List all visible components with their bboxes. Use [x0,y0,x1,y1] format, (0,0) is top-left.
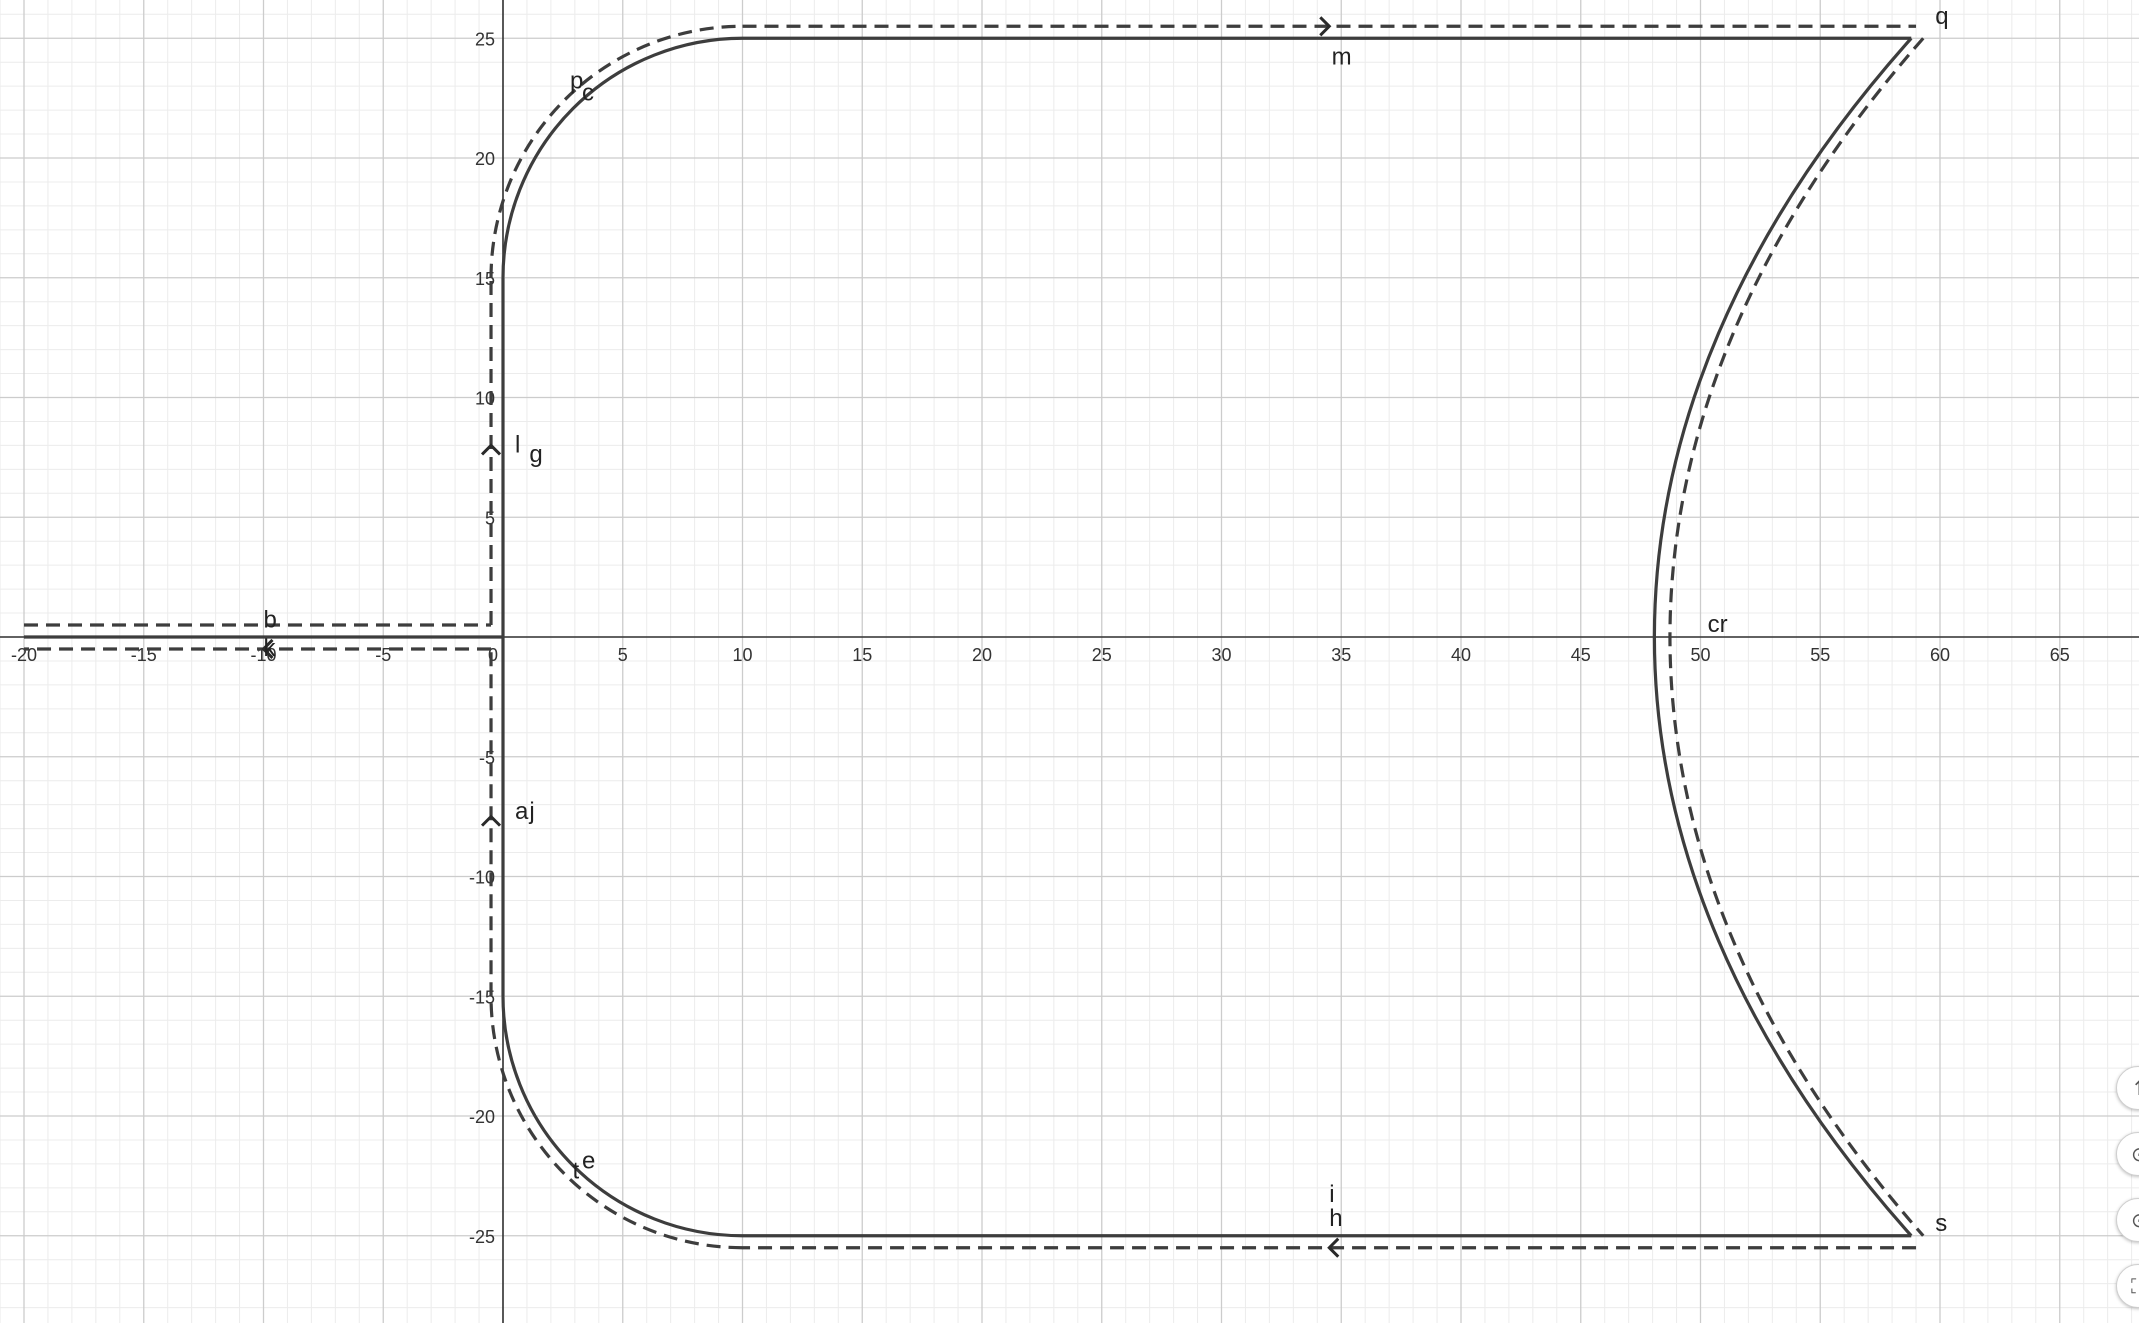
solid-contour-segment [1652,37,1913,1237]
x-tick-label: 25 [1092,645,1112,665]
x-tick-label: 0 [488,645,498,665]
point-label: j [528,798,534,825]
point-label: q [1935,3,1948,30]
direction-arrows [261,16,1340,1258]
arrow-right-icon [1319,16,1332,37]
dashed-contour-segment [489,996,743,1250]
x-tick-label: 45 [1571,645,1591,665]
solid-contour-segment [501,996,743,1238]
dashed-contour-segment [1668,37,1925,1237]
point-label: s [1935,1210,1947,1237]
x-tick-label: 65 [2050,645,2070,665]
point-label: r [1720,611,1728,638]
y-tick-label: -10 [469,868,495,888]
point-label: p [570,68,583,95]
arrow-left-icon [261,638,274,660]
dashed-contour-segment [489,24,743,278]
x-tick-label: 60 [1930,645,1950,665]
point-label: e [582,1148,595,1175]
point-label: g [529,441,542,468]
fullscreen-icon: ⛶ [2131,1274,2139,1298]
arrow-up-icon [480,443,502,456]
y-tick-label: -20 [469,1107,495,1127]
x-tick-label: 50 [1690,645,1710,665]
y-tick-label: 25 [475,29,495,49]
point-label: m [1332,44,1352,71]
x-tick-label: 40 [1451,645,1471,665]
home-icon: ⊙ [2131,1208,2139,1232]
x-tick-label: -20 [11,645,37,665]
point-label: c [1708,611,1720,638]
point-label: a [515,798,529,825]
arrow-up-icon [480,814,502,827]
zoom-in-icon: ↑ [2131,1076,2139,1100]
zoom-out-icon: ⊙ [2131,1142,2139,1166]
point-label: h [1329,1205,1342,1232]
curves [24,24,1925,1250]
y-tick-label: -15 [469,987,495,1007]
point-label: i [1329,1181,1334,1208]
solid-contour-segment [501,36,743,278]
arrow-left-icon [1327,1237,1340,1258]
x-tick-label: 15 [852,645,872,665]
x-tick-label: 20 [972,645,992,665]
y-tick-label: 5 [485,508,495,528]
y-tick-label: 20 [475,149,495,169]
x-tick-label: 5 [618,645,628,665]
point-label: k [264,635,277,662]
x-tick-label: 35 [1331,645,1351,665]
x-tick-label: 55 [1810,645,1830,665]
point-label: t [572,1157,579,1184]
point-label: l [515,432,520,459]
x-tick-label: 10 [732,645,752,665]
point-label: b [264,606,277,633]
x-tick-label: 30 [1211,645,1231,665]
y-tick-label: -25 [469,1227,495,1247]
point-label: c [582,80,594,107]
